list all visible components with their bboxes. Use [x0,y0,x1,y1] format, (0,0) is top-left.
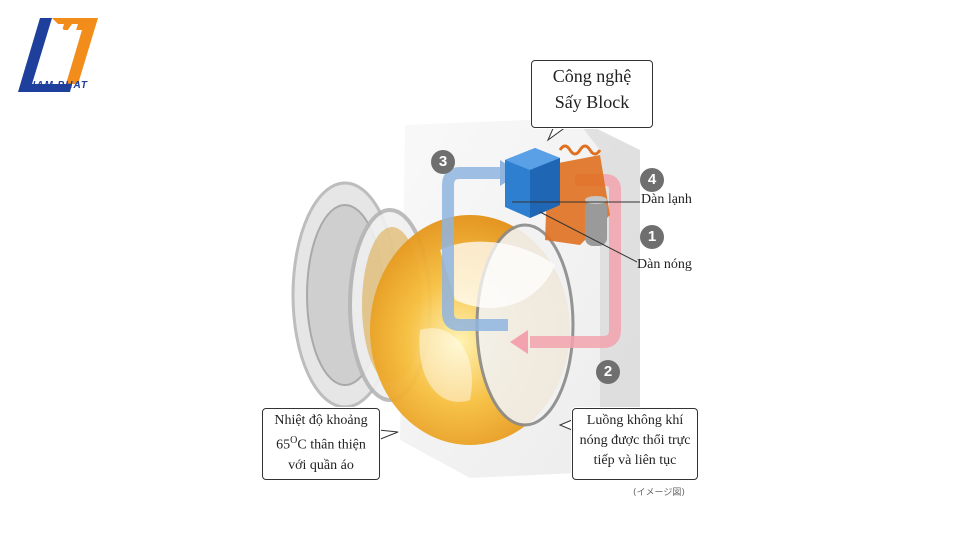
step-badge-2: 2 [596,360,620,384]
callout-tech-line-1: Công nghệ [552,66,632,86]
temp-degree: O [290,435,298,446]
temp-value: 65 [276,437,291,453]
leader-lines [512,201,640,263]
callout-temp-line-2: 65OC thân thiện [263,431,379,456]
callout-airflow: Luồng không khí nóng được thổi trực tiếp… [572,408,698,480]
step-badge-3: 3 [431,150,455,174]
evaporator-block [505,148,560,218]
warm-air-flow [510,174,621,354]
compressor [585,200,607,246]
temp-suffix: C thân thiện [297,437,366,453]
callout-temperature: Nhiệt độ khoảng 65OC thân thiện với quần… [262,408,380,480]
callout-air-line-2: nóng được thổi trực [579,433,691,448]
image-caption: (イメージ図) [633,488,685,498]
callout-tech-line-2: Sấy Block [554,92,630,112]
warm-air-arrowhead [510,330,528,354]
nam-phat-logo [18,18,98,92]
label-evaporator: Dàn lạnh [641,192,692,207]
step-badge-4: 4 [640,168,664,192]
callout-air-line-3: tiếp và liên tục [593,453,677,468]
label-condenser: Dàn nóng [637,257,692,272]
callout-temp-line-1: Nhiệt độ khoảng [274,413,368,428]
step-badge-1: 1 [640,225,664,249]
logo-mark [18,18,98,92]
logo-text: NAM PHAT [28,80,89,91]
callout-air-line-1: Luồng không khí [586,413,684,428]
callout-block-drying: Công nghệ Sấy Block [531,60,653,128]
callout-temp-line-3: với quần áo [288,457,354,473]
